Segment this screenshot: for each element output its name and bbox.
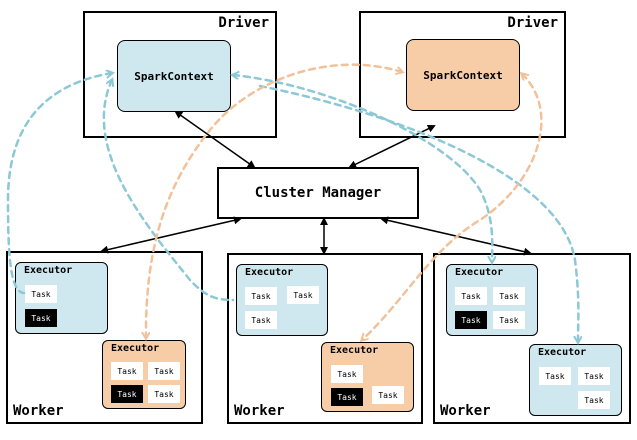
task: Task (331, 388, 363, 406)
edge-cm-w1 (100, 216, 242, 254)
spark-context-1: SparkContext (117, 40, 231, 112)
task: Task (578, 367, 610, 385)
task: Task (578, 391, 610, 409)
executor-title: Executor (538, 347, 587, 358)
task: Task (455, 287, 487, 305)
driver-1-label: Driver (218, 15, 269, 31)
executor-w3-1: Executor Task Task Task Task (446, 264, 538, 336)
cluster-manager: Cluster Manager (217, 167, 419, 219)
task: Task (111, 362, 143, 380)
executor-w1-1: Executor Task Task (15, 262, 108, 334)
task: Task (25, 285, 57, 303)
executor-title: Executor (245, 267, 294, 278)
task: Task (287, 286, 319, 304)
task: Task (331, 365, 363, 383)
task: Task (148, 385, 180, 403)
worker-2-label: Worker (234, 403, 285, 419)
spark-context-2: SparkContext (406, 39, 520, 111)
task: Task (25, 309, 57, 327)
executor-w3-2: Executor Task Task Task (529, 344, 622, 416)
executor-title: Executor (455, 267, 504, 278)
executor-w2-1: Executor Task Task Task (236, 264, 328, 336)
task: Task (245, 287, 277, 305)
worker-3-label: Worker (440, 403, 491, 419)
task: Task (372, 386, 404, 404)
task: Task (493, 287, 525, 305)
executor-w1-2: Executor Task Task Task Task (102, 340, 186, 409)
edge-cm-w3 (380, 216, 532, 256)
task: Task (455, 311, 487, 329)
executor-title: Executor (111, 343, 160, 354)
executor-w2-2: Executor Task Task Task (321, 342, 414, 412)
task: Task (111, 385, 143, 403)
task: Task (493, 311, 525, 329)
executor-title: Executor (330, 345, 379, 356)
task: Task (539, 367, 571, 385)
driver-2-label: Driver (507, 15, 558, 31)
executor-title: Executor (24, 265, 73, 276)
worker-1-label: Worker (13, 403, 64, 419)
task: Task (245, 311, 277, 329)
task: Task (148, 362, 180, 380)
